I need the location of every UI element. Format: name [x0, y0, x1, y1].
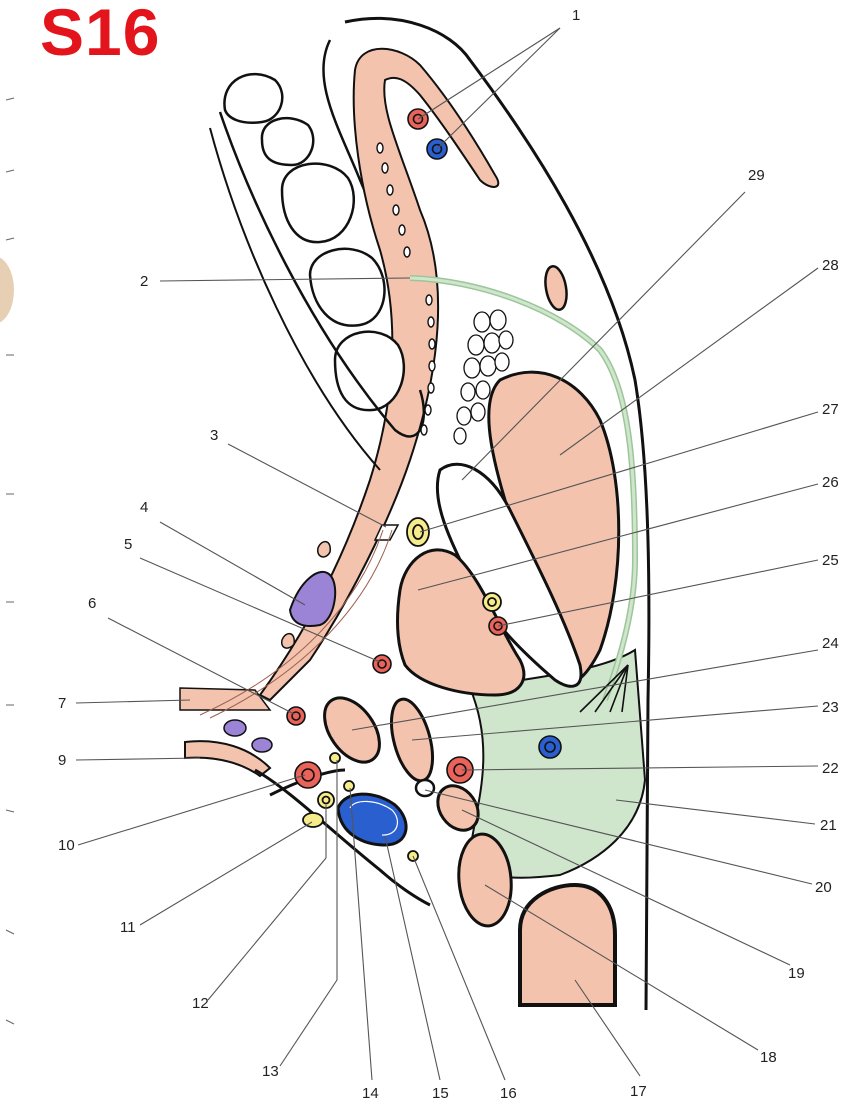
- callout-label-14: 14: [362, 1085, 379, 1102]
- leader-line: [385, 836, 440, 1080]
- leader-line: [76, 700, 190, 703]
- callout-label-19: 19: [788, 965, 805, 982]
- callout-label-25: 25: [822, 552, 839, 569]
- callout-label-21: 21: [820, 817, 837, 834]
- callout-label-10: 10: [58, 837, 75, 854]
- leader-line: [560, 268, 818, 455]
- leader-line: [160, 522, 305, 605]
- leader-line: [437, 28, 560, 149]
- tooth: [262, 118, 313, 165]
- callout-label-24: 24: [822, 635, 839, 652]
- callout-label-23: 23: [822, 699, 839, 716]
- tooth: [282, 164, 354, 243]
- small-muscle: [318, 542, 331, 557]
- callout-label-26: 26: [822, 474, 839, 491]
- vessel-8a: [224, 720, 246, 736]
- small-ring: [416, 780, 434, 796]
- callout-label-15: 15: [432, 1085, 449, 1102]
- callout-label-29: 29: [748, 167, 765, 184]
- callout-label-11: 11: [120, 919, 136, 936]
- leader-line: [280, 980, 337, 1066]
- callout-label-5: 5: [124, 536, 132, 553]
- callout-label-27: 27: [822, 401, 839, 418]
- callout-label-7: 7: [58, 695, 66, 712]
- callout-label-2: 2: [140, 273, 148, 290]
- callout-label-17: 17: [630, 1083, 647, 1100]
- leader-line: [228, 444, 386, 527]
- tooth: [224, 74, 282, 123]
- callout-label-18: 18: [760, 1049, 777, 1066]
- tooth: [310, 249, 385, 326]
- gland-4: [290, 572, 335, 626]
- callout-label-28: 28: [822, 257, 839, 274]
- callout-label-22: 22: [822, 760, 839, 777]
- rod-structure: [542, 265, 569, 312]
- callout-label-1: 1: [572, 7, 580, 24]
- callout-label-3: 3: [210, 427, 218, 444]
- callout-label-12: 12: [192, 995, 209, 1012]
- leader-line: [418, 28, 560, 119]
- leader-line: [78, 775, 305, 845]
- callout-label-6: 6: [88, 595, 96, 612]
- leader-line: [140, 822, 312, 925]
- band-7: [180, 688, 270, 710]
- callout-label-16: 16: [500, 1085, 517, 1102]
- thumb-blob: [0, 256, 14, 324]
- small-muscle: [282, 634, 295, 648]
- callout-label-9: 9: [58, 752, 66, 769]
- callout-label-4: 4: [140, 499, 148, 516]
- muscle-17: [520, 885, 615, 1005]
- leader-line: [76, 758, 200, 760]
- vessel-8b: [252, 738, 272, 752]
- leader-line: [208, 858, 326, 1000]
- callout-label-20: 20: [815, 879, 832, 896]
- scan-edge-marks: [0, 98, 14, 1024]
- callout-label-13: 13: [262, 1063, 279, 1080]
